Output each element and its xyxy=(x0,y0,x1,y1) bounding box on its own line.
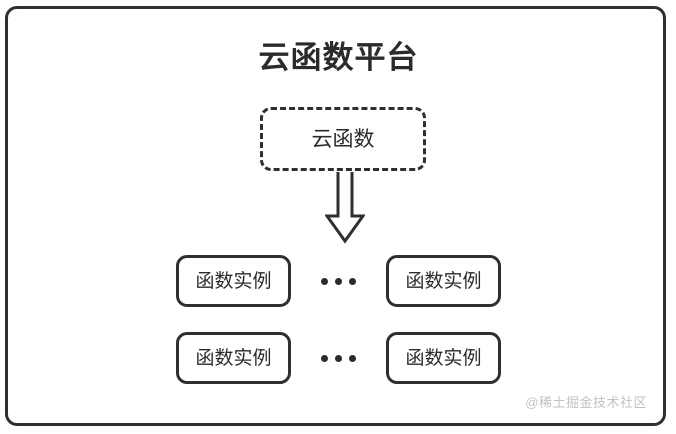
function-instance-label: 函数实例 xyxy=(195,270,272,292)
function-instance-label: 函数实例 xyxy=(405,270,482,292)
ellipsis-dot xyxy=(335,277,342,285)
page-title: 云函数平台 xyxy=(258,40,419,75)
function-instance-box: 函数实例 xyxy=(176,255,291,307)
ellipsis-icon xyxy=(291,332,386,384)
cloud-function-node: 云函数 xyxy=(260,107,426,171)
function-instance-box: 函数实例 xyxy=(386,332,501,384)
cloud-function-platform-frame: 云函数平台 云函数 函数实例 函数实例 函数实例 xyxy=(5,6,666,426)
ellipsis-dot xyxy=(321,277,328,285)
arrow-down-icon xyxy=(324,172,366,244)
ellipsis-icon xyxy=(291,255,386,307)
function-instance-label: 函数实例 xyxy=(405,347,482,369)
instance-row-2: 函数实例 函数实例 xyxy=(8,332,669,384)
function-instance-box: 函数实例 xyxy=(386,255,501,307)
ellipsis-dot xyxy=(349,277,356,285)
function-instance-label: 函数实例 xyxy=(195,347,272,369)
function-instance-box: 函数实例 xyxy=(176,332,291,384)
ellipsis-dot xyxy=(349,354,356,362)
cloud-function-node-label: 云函数 xyxy=(311,127,375,151)
ellipsis-dot xyxy=(321,354,328,362)
watermark: @稀土掘金技术社区 xyxy=(525,395,647,410)
ellipsis-dot xyxy=(335,354,342,362)
instance-row-1: 函数实例 函数实例 xyxy=(8,255,669,307)
